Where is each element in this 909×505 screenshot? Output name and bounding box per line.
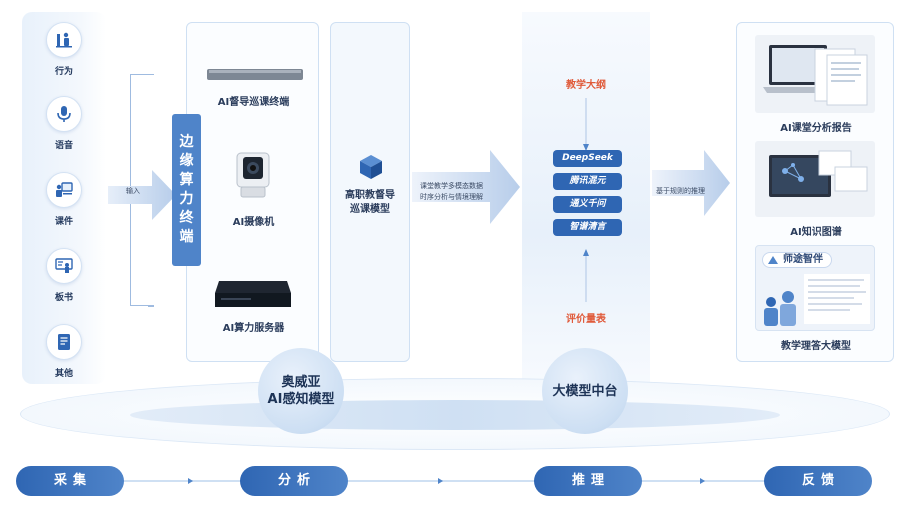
analysis-arrow <box>412 150 520 224</box>
rubric-up-arrow <box>583 249 589 302</box>
input-item-voice: 语音 <box>22 96 106 151</box>
syllabus-down-arrow <box>583 98 589 151</box>
model-title: 高职教督导 巡课模型 <box>345 190 395 215</box>
device-label-terminal: AI督导巡课终端 <box>217 97 290 108</box>
server-icon <box>215 281 291 307</box>
platform-circle-llm-hub: 大模型中台 <box>542 348 628 434</box>
assistant-logo-icon <box>768 256 778 264</box>
rack-terminal-icon <box>207 69 303 80</box>
chat-assistant-icon: 师途智伴 <box>755 245 875 331</box>
output-label-assistant: 教学理答大模型 <box>781 341 851 352</box>
platform-circle-perception: 奥威亚 AI感知模型 <box>258 348 344 434</box>
stage-analyze: 分析 <box>240 466 348 496</box>
output-label-graph: AI知识图谱 <box>790 227 842 238</box>
stage-arrow-1 <box>188 478 193 484</box>
chat-text-lines <box>804 274 870 324</box>
model-pill-deepseek: DeepSeek <box>553 150 622 167</box>
stage-arrow-3 <box>700 478 705 484</box>
input-arrow <box>108 170 176 220</box>
platform-ellipse-inner <box>130 400 780 430</box>
stage-feedback: 反馈 <box>764 466 872 496</box>
syllabus-label: 教学大纲 <box>566 80 606 91</box>
microphone-icon <box>46 96 82 132</box>
multimodal-flow-label: 课堂教学多模态数据 时序分析与情境理解 <box>420 182 483 201</box>
behavior-icon <box>46 22 82 58</box>
reasoning-flow-label: 基于规则的推理 <box>656 187 705 195</box>
input-item-courseware: 课件 <box>22 172 106 227</box>
model-pill-qianwen: 通义千问 <box>553 196 622 213</box>
assistant-figures-icon <box>764 291 796 326</box>
stage-arrow-2 <box>438 478 443 484</box>
input-flow-label: 输入 <box>126 187 140 195</box>
document-icon <box>46 324 82 360</box>
llm-hub-column: 教学大纲 DeepSeek 腾讯混元 通义千问 智谱清言 评价量表 <box>522 12 650 384</box>
model-pill-qingyan: 智谱清言 <box>553 219 622 236</box>
reasoning-arrow <box>652 150 730 216</box>
camera-icon <box>236 152 270 198</box>
laptop-report-icon <box>755 35 875 113</box>
assistant-title-badge: 师途智伴 <box>762 252 832 268</box>
stage-collect: 采集 <box>16 466 124 496</box>
input-item-behavior: 行为 <box>22 22 106 77</box>
output-panel: AI课堂分析报告 AI知识图谱 师途智伴 教学理答大模型 <box>736 22 894 362</box>
edge-computing-panel: AI督导巡课终端 AI摄像机 AI算力服务器 <box>186 22 319 362</box>
input-column: 行为 语音 课件 板书 其他 <box>22 12 106 384</box>
courseware-icon <box>46 172 82 208</box>
input-item-other: 其他 <box>22 324 106 379</box>
knowledge-graph-icon <box>755 141 875 217</box>
stage-reason: 推理 <box>534 466 642 496</box>
model-pill-hunyuan: 腾讯混元 <box>553 173 622 190</box>
inspection-model-panel: 高职教督导 巡课模型 <box>330 22 410 362</box>
device-label-server: AI算力服务器 <box>222 323 285 334</box>
output-label-report: AI课堂分析报告 <box>780 123 852 134</box>
blackboard-icon <box>46 248 82 284</box>
rubric-label: 评价量表 <box>566 314 606 325</box>
edge-terminal-banner: 边 缘 算 力 终 端 <box>172 114 201 266</box>
device-label-camera: AI摄像机 <box>232 217 275 228</box>
cube-icon <box>360 155 382 179</box>
stage-connector <box>122 480 772 482</box>
input-item-blackboard: 板书 <box>22 248 106 303</box>
